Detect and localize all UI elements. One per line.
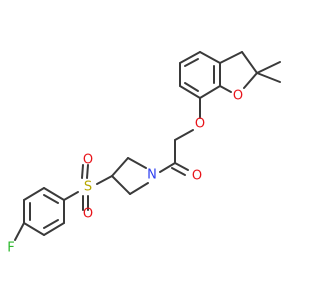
bond bbox=[86, 164, 89, 179]
ether-oxygen-label: O bbox=[195, 117, 205, 132]
bond bbox=[96, 175, 113, 185]
sulfonyl-oxygen-bottom-label: O bbox=[83, 207, 93, 222]
atom-labels: O O O N S O O F bbox=[7, 89, 243, 256]
bond bbox=[184, 58, 199, 67]
bond bbox=[43, 222, 65, 236]
bond bbox=[241, 51, 258, 74]
bond bbox=[127, 157, 147, 169]
bond bbox=[81, 164, 84, 179]
bond bbox=[256, 61, 281, 74]
bond bbox=[219, 85, 232, 93]
bond bbox=[179, 51, 201, 64]
carbonyl-oxygen-label: O bbox=[192, 169, 202, 184]
bond bbox=[243, 72, 258, 89]
bond bbox=[199, 51, 221, 64]
nitrogen-label: N bbox=[147, 168, 157, 183]
bond bbox=[43, 187, 65, 201]
fluorine-label: F bbox=[7, 241, 14, 256]
bond bbox=[23, 222, 45, 236]
gem-dimethyl-group bbox=[256, 61, 281, 83]
bond bbox=[159, 162, 176, 173]
carbon-fluorine-bond bbox=[14, 222, 25, 241]
sulfur-label: S bbox=[84, 180, 92, 195]
bond bbox=[174, 162, 189, 171]
azetidine-ring bbox=[111, 157, 149, 195]
bond bbox=[171, 167, 186, 176]
sulfonyl-group bbox=[63, 164, 113, 211]
carbonyl-group bbox=[159, 162, 189, 176]
bond bbox=[111, 157, 129, 177]
ring-oxygen-label: O bbox=[233, 89, 243, 104]
bond bbox=[256, 72, 281, 83]
sulfonyl-oxygen-top-label: O bbox=[83, 153, 93, 168]
structure-drawing: O O O N S O O F bbox=[7, 51, 281, 256]
fluorophenyl-ring bbox=[23, 187, 65, 236]
bond bbox=[174, 129, 194, 141]
molecule-structure: O O O N S O O F bbox=[7, 51, 281, 256]
ether-linker bbox=[174, 97, 201, 164]
bond bbox=[43, 219, 59, 229]
bond bbox=[179, 85, 201, 99]
bond bbox=[43, 194, 59, 204]
bond bbox=[63, 191, 79, 201]
bond bbox=[129, 182, 149, 195]
bond bbox=[23, 187, 45, 201]
bond bbox=[184, 82, 199, 92]
bond bbox=[199, 85, 221, 99]
dihydrofuran-ring bbox=[219, 51, 258, 93]
benzofuran-benzene-ring bbox=[179, 51, 221, 99]
bond bbox=[111, 175, 131, 195]
bond bbox=[219, 51, 243, 64]
